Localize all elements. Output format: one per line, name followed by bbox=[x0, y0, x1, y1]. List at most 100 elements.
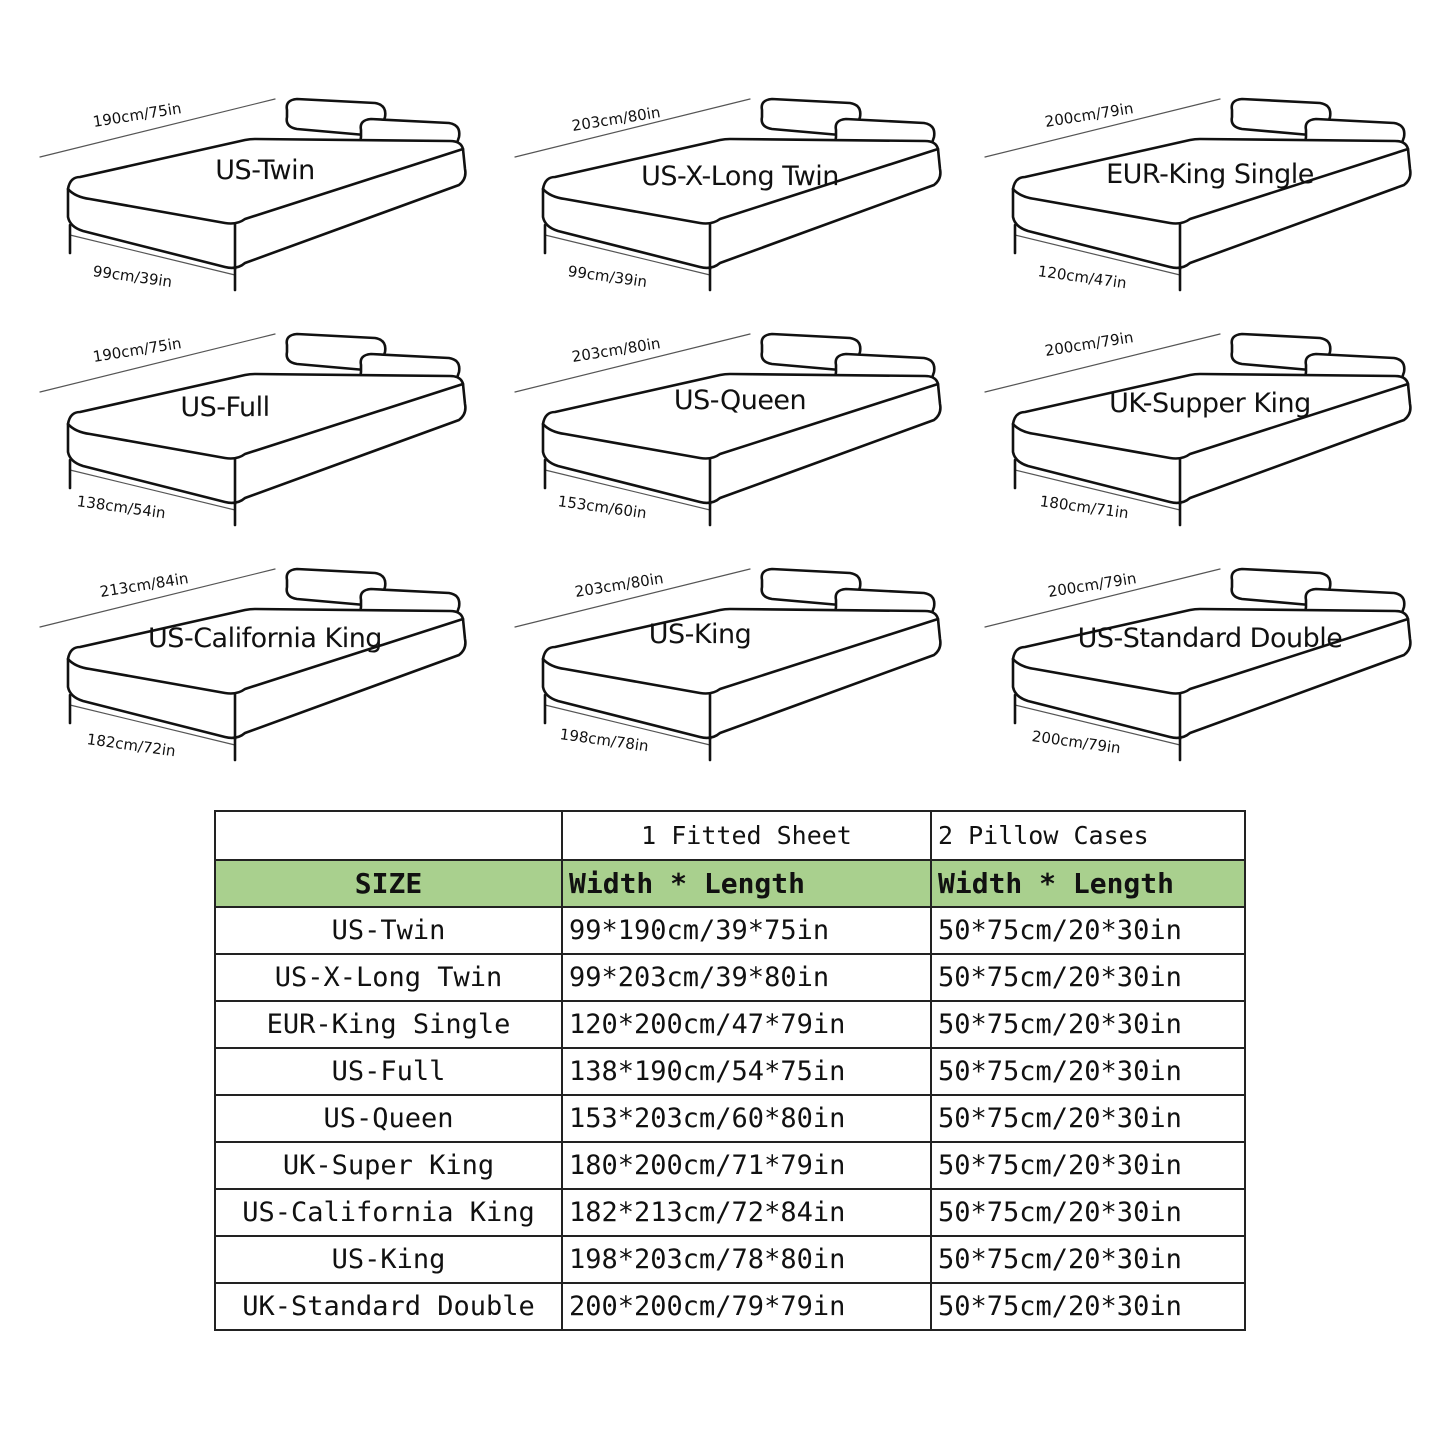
width-dimension-line bbox=[1014, 234, 1181, 276]
table-row: US-X-Long Twin 99*203cm/39*80in 50*75cm/… bbox=[214, 953, 1246, 1002]
bed-diagram: 203cm/80in US-King 198cm/78in bbox=[510, 555, 980, 795]
width-dimension-line bbox=[69, 234, 236, 276]
bed-size-name: US-Standard Double bbox=[1077, 623, 1343, 654]
bed-size-name: US-Twin bbox=[215, 155, 315, 186]
table-cell: US-Full bbox=[214, 1047, 563, 1096]
mattress-top-edge bbox=[1011, 147, 1410, 225]
table-cell: 50*75cm/20*30in bbox=[930, 1094, 1246, 1143]
table-cell: 50*75cm/20*30in bbox=[930, 1282, 1246, 1331]
length-dimension-line bbox=[514, 568, 751, 628]
bed-size-name: US-Full bbox=[180, 392, 270, 423]
bed-drawing bbox=[984, 97, 1412, 292]
bed-drawing bbox=[984, 567, 1412, 762]
width-dimension-line bbox=[544, 234, 711, 276]
table-cell: 180*200cm/71*79in bbox=[561, 1141, 932, 1190]
table-header-cell: Width * Length bbox=[930, 859, 1246, 908]
table-row: US-Queen 153*203cm/60*80in 50*75cm/20*30… bbox=[214, 1094, 1246, 1143]
bed-drawing bbox=[514, 567, 942, 762]
bed-drawing bbox=[39, 97, 467, 292]
mattress-top-edge bbox=[541, 382, 940, 460]
table-cell: 50*75cm/20*30in bbox=[930, 1188, 1246, 1237]
width-dimension-line bbox=[69, 469, 236, 511]
mattress-body bbox=[1011, 607, 1412, 740]
table-cell: 198*203cm/78*80in bbox=[561, 1235, 932, 1284]
length-dimension-line bbox=[984, 333, 1221, 393]
table-header-cell: 1 Fitted Sheet bbox=[561, 810, 932, 861]
table-top-header-row: 1 Fitted Sheet 2 Pillow Cases bbox=[214, 810, 1246, 861]
length-dimension-line bbox=[39, 568, 276, 628]
table-header-cell: SIZE bbox=[214, 859, 563, 908]
mattress-body bbox=[66, 372, 467, 505]
table-cell: UK-Standard Double bbox=[214, 1282, 563, 1331]
table-header-cell: Width * Length bbox=[561, 859, 932, 908]
table-header-cell bbox=[214, 810, 563, 861]
table-cell: US-California King bbox=[214, 1188, 563, 1237]
bed-drawing bbox=[39, 567, 467, 762]
mattress-body bbox=[66, 137, 467, 270]
table-row: US-Full 138*190cm/54*75in 50*75cm/20*30i… bbox=[214, 1047, 1246, 1096]
bed-diagram: 200cm/79in US-Standard Double 200cm/79in bbox=[980, 555, 1445, 795]
table-row: UK-Standard Double 200*200cm/79*79in 50*… bbox=[214, 1282, 1246, 1331]
mattress-top-edge bbox=[66, 147, 465, 225]
mattress-body bbox=[541, 137, 942, 270]
table-cell: US-Twin bbox=[214, 906, 563, 955]
width-dimension-line bbox=[1014, 469, 1181, 511]
width-dimension-line bbox=[544, 469, 711, 511]
bed-size-name: UK-Supper King bbox=[1109, 388, 1311, 419]
length-dimension-line bbox=[514, 98, 751, 158]
table-header-cell: 2 Pillow Cases bbox=[930, 810, 1246, 861]
length-dimension-line bbox=[39, 98, 276, 158]
table-cell: 50*75cm/20*30in bbox=[930, 1047, 1246, 1096]
mattress-top-edge bbox=[1011, 382, 1410, 460]
table-cell: 153*203cm/60*80in bbox=[561, 1094, 932, 1143]
width-dimension-line bbox=[1014, 704, 1181, 746]
mattress-top-edge bbox=[1011, 617, 1410, 695]
bed-diagram: 203cm/80in US-Queen 153cm/60in bbox=[510, 320, 980, 560]
mattress-body bbox=[541, 372, 942, 505]
length-dimension-line bbox=[39, 333, 276, 393]
table-cell: US-King bbox=[214, 1235, 563, 1284]
table-cell: 50*75cm/20*30in bbox=[930, 1000, 1246, 1049]
bed-diagram: 190cm/75in US-Full 138cm/54in bbox=[35, 320, 505, 560]
mattress-body bbox=[1011, 372, 1412, 505]
bed-size-diagrams: 190cm/75in US-Twin 99cm/39in 203cm/80in … bbox=[35, 85, 1445, 762]
table-row: EUR-King Single 120*200cm/47*79in 50*75c… bbox=[214, 1000, 1246, 1049]
bed-diagram: 213cm/84in US-California King 182cm/72in bbox=[35, 555, 505, 795]
bed-drawing bbox=[514, 332, 942, 527]
table-row: US-California King 182*213cm/72*84in 50*… bbox=[214, 1188, 1246, 1237]
bed-drawing bbox=[39, 332, 467, 527]
mattress-top-edge bbox=[66, 382, 465, 460]
bed-size-name: US-X-Long Twin bbox=[641, 161, 839, 192]
table-cell: 50*75cm/20*30in bbox=[930, 1141, 1246, 1190]
length-dimension-line bbox=[984, 98, 1221, 158]
bed-size-name: US-King bbox=[648, 619, 752, 650]
table-cell: US-Queen bbox=[214, 1094, 563, 1143]
mattress-top-edge bbox=[541, 617, 940, 695]
table-cell: 138*190cm/54*75in bbox=[561, 1047, 932, 1096]
table-cell: 50*75cm/20*30in bbox=[930, 953, 1246, 1002]
bed-size-name: US-California King bbox=[148, 623, 382, 654]
mattress-top-edge bbox=[66, 617, 465, 695]
bed-diagram: 200cm/79in EUR-King Single 120cm/47in bbox=[980, 85, 1445, 325]
mattress-top-edge bbox=[541, 147, 940, 225]
table-cell: 99*203cm/39*80in bbox=[561, 953, 932, 1002]
table-row: US-Twin 99*190cm/39*75in 50*75cm/20*30in bbox=[214, 906, 1246, 955]
mattress-body bbox=[541, 607, 942, 740]
width-dimension-line bbox=[544, 704, 711, 746]
bed-diagram: 190cm/75in US-Twin 99cm/39in bbox=[35, 85, 505, 325]
table-row: UK-Super King 180*200cm/71*79in 50*75cm/… bbox=[214, 1141, 1246, 1190]
length-dimension-line bbox=[984, 568, 1221, 628]
length-dimension-line bbox=[514, 333, 751, 393]
width-dimension-line bbox=[69, 704, 236, 746]
table-cell: 50*75cm/20*30in bbox=[930, 1235, 1246, 1284]
table-cell: 50*75cm/20*30in bbox=[930, 906, 1246, 955]
mattress-body bbox=[1011, 137, 1412, 270]
table-cell: UK-Super King bbox=[214, 1141, 563, 1190]
bed-drawing bbox=[514, 97, 942, 292]
table-row: US-King 198*203cm/78*80in 50*75cm/20*30i… bbox=[214, 1235, 1246, 1284]
table-cell: EUR-King Single bbox=[214, 1000, 563, 1049]
table-cell: 200*200cm/79*79in bbox=[561, 1282, 932, 1331]
bed-size-name: EUR-King Single bbox=[1106, 159, 1314, 190]
mattress-body bbox=[66, 607, 467, 740]
table-cell: 182*213cm/72*84in bbox=[561, 1188, 932, 1237]
